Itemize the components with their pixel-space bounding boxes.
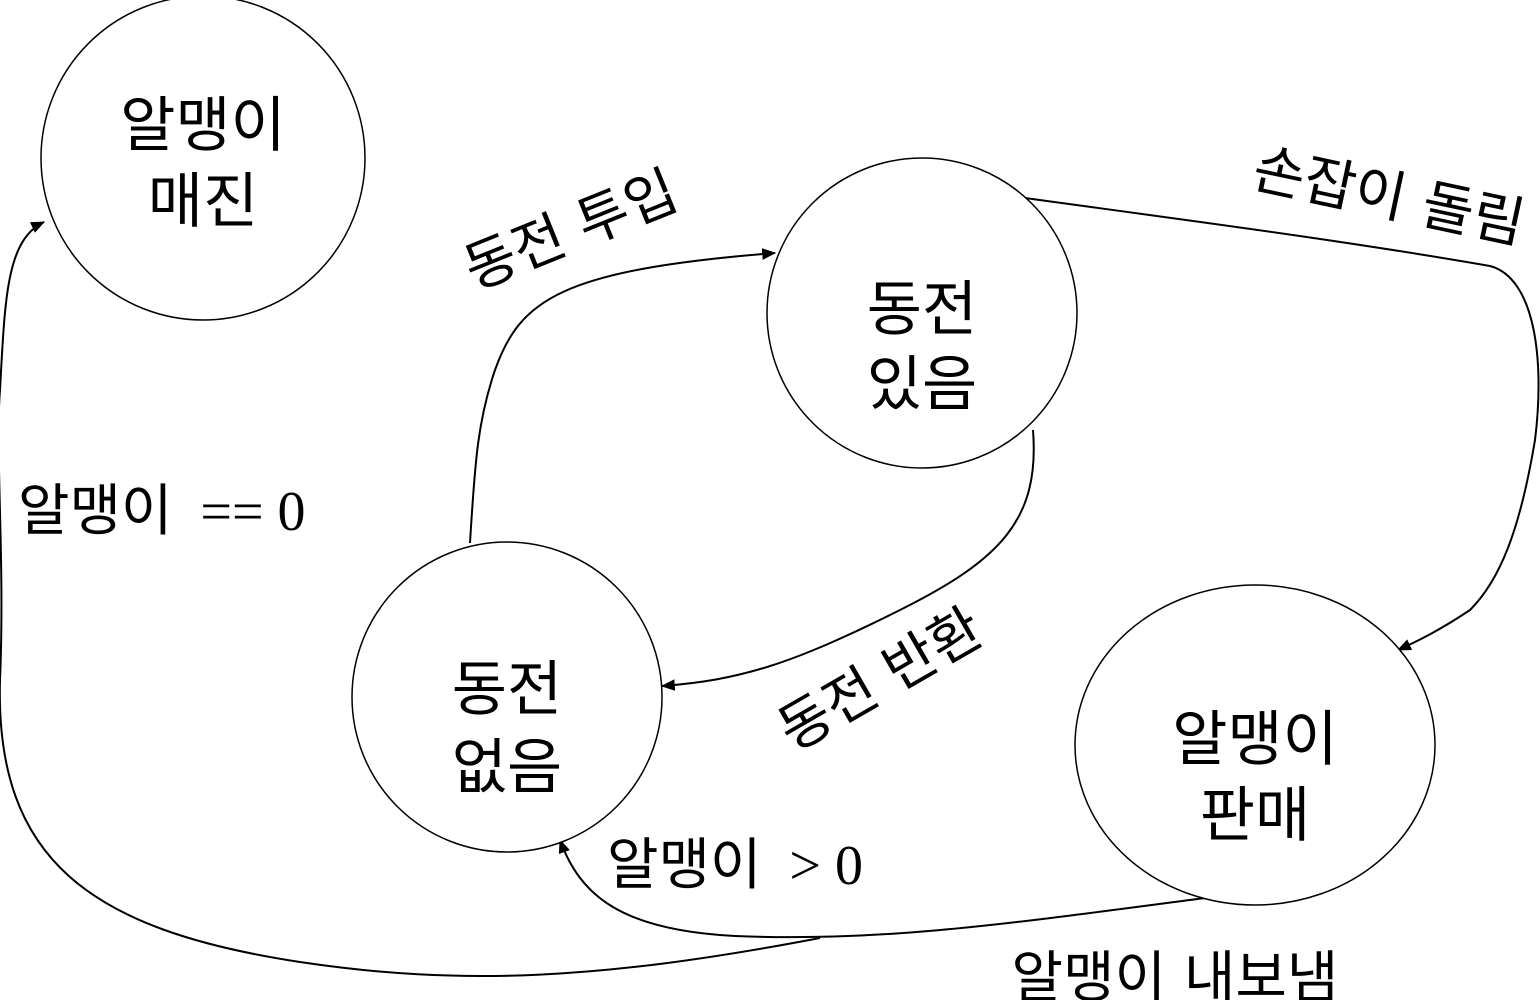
state-sold-out-circle xyxy=(40,0,366,321)
state-has-coin-line2: 있음 xyxy=(867,350,977,420)
state-has-coin-circle xyxy=(766,157,1078,469)
edge-turn-crank xyxy=(1024,197,1540,651)
state-has-coin: 동전 있음 xyxy=(766,157,1078,469)
state-sold: 알맹이 판매 xyxy=(1074,584,1436,906)
label-insert-coin: 동전 투입 xyxy=(455,159,687,303)
state-no-coin: 동전 없음 xyxy=(351,541,663,853)
label-dispense: 알맹이 내보냄 xyxy=(1012,946,1339,1000)
state-no-coin-circle xyxy=(351,541,663,853)
label-gumballs-gt-zero-expr: > 0 xyxy=(789,835,863,897)
edge-dispense-gt-zero xyxy=(558,838,1206,939)
edge-dispense-eq-zero xyxy=(0,221,821,978)
label-gumballs-eq-zero-word: 알맹이 xyxy=(18,479,173,544)
edge-insert-coin xyxy=(469,248,777,544)
label-gumballs-gt-zero-word: 알맹이 xyxy=(607,833,762,898)
state-sold-line2: 판매 xyxy=(1200,781,1310,851)
label-eject-coin: 동전 반환 xyxy=(768,596,994,764)
state-sold-out: 알맹이 매진 xyxy=(40,0,366,321)
label-gumballs-eq-zero: 알맹이 == 0 xyxy=(18,479,306,544)
state-has-coin-line1: 동전 xyxy=(867,275,977,345)
state-sold-out-line2: 매진 xyxy=(148,167,258,237)
state-no-coin-line2: 없음 xyxy=(452,733,562,803)
state-sold-line1: 알맹이 xyxy=(1172,705,1338,775)
label-gumballs-eq-zero-expr: == 0 xyxy=(200,481,305,543)
state-sold-circle xyxy=(1074,584,1436,906)
label-gumballs-gt-zero: 알맹이 > 0 xyxy=(607,833,863,898)
state-sold-out-line1: 알맹이 xyxy=(120,91,286,161)
edge-eject-coin xyxy=(660,429,1035,691)
label-turn-crank: 손잡이 돌림 xyxy=(1247,136,1530,257)
state-no-coin-line1: 동전 xyxy=(452,655,562,725)
